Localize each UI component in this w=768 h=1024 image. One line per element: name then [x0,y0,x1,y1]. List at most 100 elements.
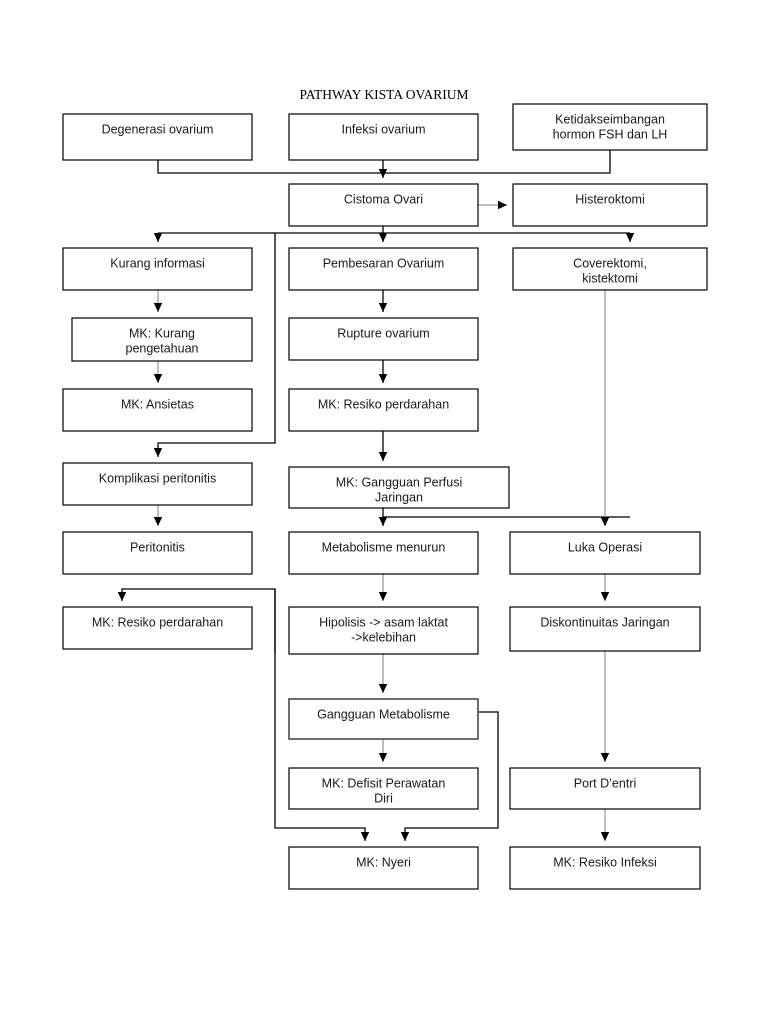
connector-cistoma-to-histeroktomi [478,200,507,210]
node-cistoma-ovari[interactable]: Cistoma Ovari [288,183,479,227]
node-coverektomi-kistektomi[interactable]: Coverektomi,kistektomi [512,247,708,291]
connector-line [158,226,630,234]
node-gangguan-metabolisme[interactable]: Gangguan Metabolisme [288,698,479,740]
node-box[interactable] [62,247,253,291]
node-box[interactable] [512,103,708,151]
node-layer: Degenerasi ovarium Infeksi ovarium Ketidak… [62,103,708,890]
arrowhead-icon [360,832,370,841]
node-mk-resiko-infeksi[interactable]: MK: Resiko Infeksi [509,846,701,890]
node-metabolisme-menurun[interactable]: Metabolisme menurun [288,531,479,575]
arrowhead-icon [117,592,127,601]
node-box[interactable] [71,317,253,362]
arrowhead-icon [153,448,163,457]
node-box[interactable] [288,767,479,810]
arrowhead-icon [378,684,388,693]
node-box[interactable] [62,531,253,575]
node-port-dentri[interactable]: Port D’entri [509,767,701,810]
arrowhead-icon [378,753,388,762]
node-box[interactable] [288,846,479,890]
node-label: Hipolisis -> asam laktat [319,615,448,629]
node-label: MK: Kurang [129,326,195,340]
node-box[interactable] [62,462,253,506]
node-hipolisis-asam-laktat[interactable]: Hipolisis -> asam laktat->kelebihan [288,606,479,655]
node-label: Degenerasi ovarium [102,122,214,136]
connector-dist-to-pembesaran [378,233,388,242]
node-histeroktomi[interactable]: Histeroktomi [512,183,708,227]
node-mk-resiko-perdarahan-mid[interactable]: MK: Resiko perdarahan [288,388,479,432]
arrowhead-icon [378,169,388,178]
node-label: Kurang informasi [110,256,205,270]
node-komplikasi-peritonitis[interactable]: Komplikasi peritonitis [62,462,253,506]
node-label: Pembesaran Ovarium [323,256,445,270]
node-box[interactable] [509,846,701,890]
node-mk-ansietas[interactable]: MK: Ansietas [62,388,253,432]
connector-port-to-mk-resiko-infeksi [600,809,610,841]
node-label: MK: Resiko perdarahan [92,615,223,629]
node-label: ->kelebihan [351,630,416,644]
node-label: Ketidakseimbangan [555,112,665,126]
node-label: Diri [374,791,393,805]
node-box[interactable] [288,606,479,655]
connector-luka-to-diskontinuitas [600,574,610,601]
node-label: Port D’entri [574,776,637,790]
connector-perfusi-to-metabolisme-and-luka [382,508,630,518]
node-box[interactable] [288,531,479,575]
node-box[interactable] [288,113,479,161]
node-rupture-ovarium[interactable]: Rupture ovarium [288,317,479,361]
node-label: Gangguan Metabolisme [317,707,450,721]
connector-diskontinuitas-to-port [600,651,610,762]
node-kurang-informasi[interactable]: Kurang informasi [62,247,253,291]
arrowhead-icon [378,233,388,242]
node-box[interactable] [288,698,479,740]
arrowhead-icon [498,200,507,210]
node-label: MK: Resiko perdarahan [318,397,449,411]
node-box[interactable] [62,388,253,432]
node-label: Diskontinuitas Jaringan [540,615,669,629]
arrowhead-icon [600,753,610,762]
node-box[interactable] [512,183,708,227]
node-label: kistektomi [582,271,638,285]
node-box[interactable] [512,247,708,291]
node-pembesaran-ovarium[interactable]: Pembesaran Ovarium [288,247,479,291]
arrowhead-icon [625,233,635,242]
node-label: MK: Resiko Infeksi [553,855,657,869]
node-box[interactable] [62,606,253,650]
node-box[interactable] [288,388,479,432]
connector-degenerasi-to-cistoma [157,160,383,174]
arrowhead-icon [153,517,163,526]
node-degenerasi-ovarium[interactable]: Degenerasi ovarium [62,113,253,161]
node-box[interactable] [509,767,701,810]
node-mk-resiko-perdarahan-left[interactable]: MK: Resiko perdarahan [62,606,253,650]
node-box[interactable] [62,113,253,161]
node-box[interactable] [509,531,701,575]
connector-rupture-to-mk-resiko [378,360,388,383]
connector-mk-kurang-to-ansietas [153,361,163,383]
arrowhead-icon [153,303,163,312]
connector-gangguan-right-loop-to-nyeri [400,711,499,841]
node-label: Histeroktomi [575,192,644,206]
node-box[interactable] [288,466,510,509]
node-box[interactable] [288,317,479,361]
node-diskontinuitas-jaringan[interactable]: Diskontinuitas Jaringan [509,606,701,652]
node-label: Infeksi ovarium [341,122,425,136]
connector-dist-to-coverektomi [625,233,635,242]
connector-kurang-informasi-to-mk-kurang [153,290,163,312]
node-label: Komplikasi peritonitis [99,471,216,485]
node-label: pengetahuan [126,341,199,355]
node-box[interactable] [509,606,701,652]
connector-coverektomi-to-luka-operasi [600,290,610,526]
connector-pembesaran-to-rupture [378,290,388,312]
node-peritonitis[interactable]: Peritonitis [62,531,253,575]
arrowhead-icon [600,592,610,601]
connector-cistoma-distribution-bar [158,226,630,234]
node-mk-nyeri[interactable]: MK: Nyeri [288,846,479,890]
node-box[interactable] [288,183,479,227]
node-infeksi-ovarium[interactable]: Infeksi ovarium [288,113,479,161]
arrowhead-icon [378,592,388,601]
node-box[interactable] [288,247,479,291]
node-luka-operasi[interactable]: Luka Operasi [509,531,701,575]
